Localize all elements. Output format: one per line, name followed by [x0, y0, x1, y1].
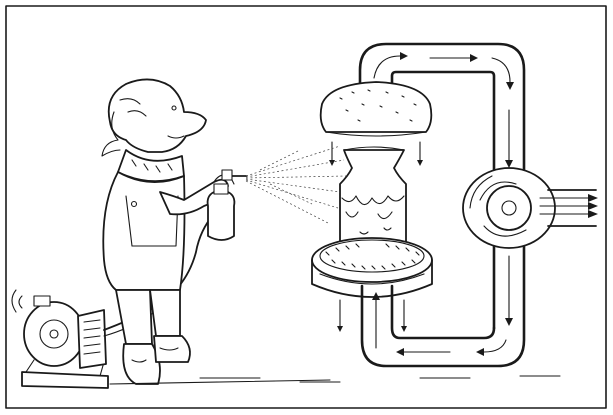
spray-mist-icon [246, 146, 346, 224]
turntable-grate-icon [312, 238, 432, 332]
air-compressor-icon [12, 290, 108, 388]
ground-lines [110, 376, 560, 384]
spray-bottle-icon [208, 170, 246, 240]
workpiece-icon [340, 147, 406, 244]
exhaust-fan-icon [463, 168, 598, 248]
